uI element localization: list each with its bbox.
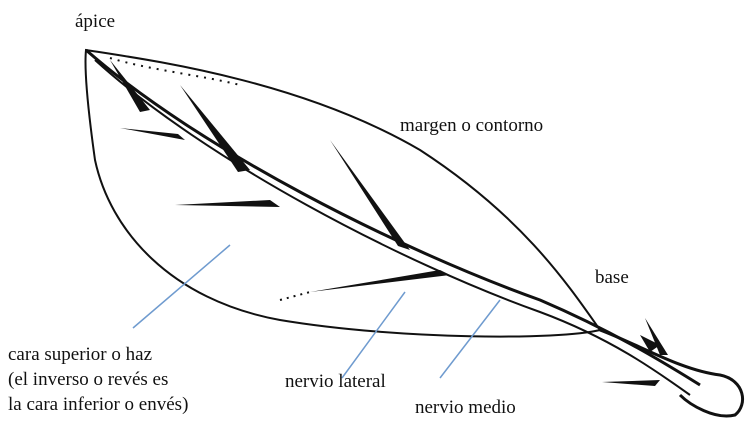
label-upper-face-line1: cara superior o haz	[8, 344, 153, 365]
lateral-vein-5	[175, 200, 280, 207]
label-base: base	[595, 267, 629, 288]
lateral-vein-2	[180, 85, 250, 172]
label-margin: margen o contorno	[400, 115, 544, 136]
label-upper-face-line3: la cara inferior o envés)	[8, 394, 189, 415]
lateral-vein-7-dotted	[279, 291, 311, 301]
leader-lateral-vein	[341, 291, 406, 379]
lateral-vein-3	[330, 140, 410, 250]
label-upper-face-line2: (el inverso o revés es	[8, 369, 169, 390]
midrib-lower-edge	[94, 59, 691, 396]
leader-midrib	[439, 299, 501, 379]
petiole-scar-2	[602, 380, 660, 386]
leaf-blade-outline	[84, 48, 602, 338]
petiole-scar	[640, 335, 660, 352]
leader-upper-face	[132, 244, 231, 329]
label-midrib: nervio medio	[415, 397, 516, 418]
midrib	[85, 48, 701, 387]
petiole	[599, 328, 744, 418]
label-apex: ápice	[75, 11, 116, 32]
petiole-scar-3	[645, 318, 668, 355]
lateral-vein-1	[110, 60, 150, 112]
lateral-vein-4	[120, 128, 185, 140]
lateral-vein-6	[310, 270, 450, 292]
label-lateral-vein: nervio lateral	[285, 371, 386, 392]
